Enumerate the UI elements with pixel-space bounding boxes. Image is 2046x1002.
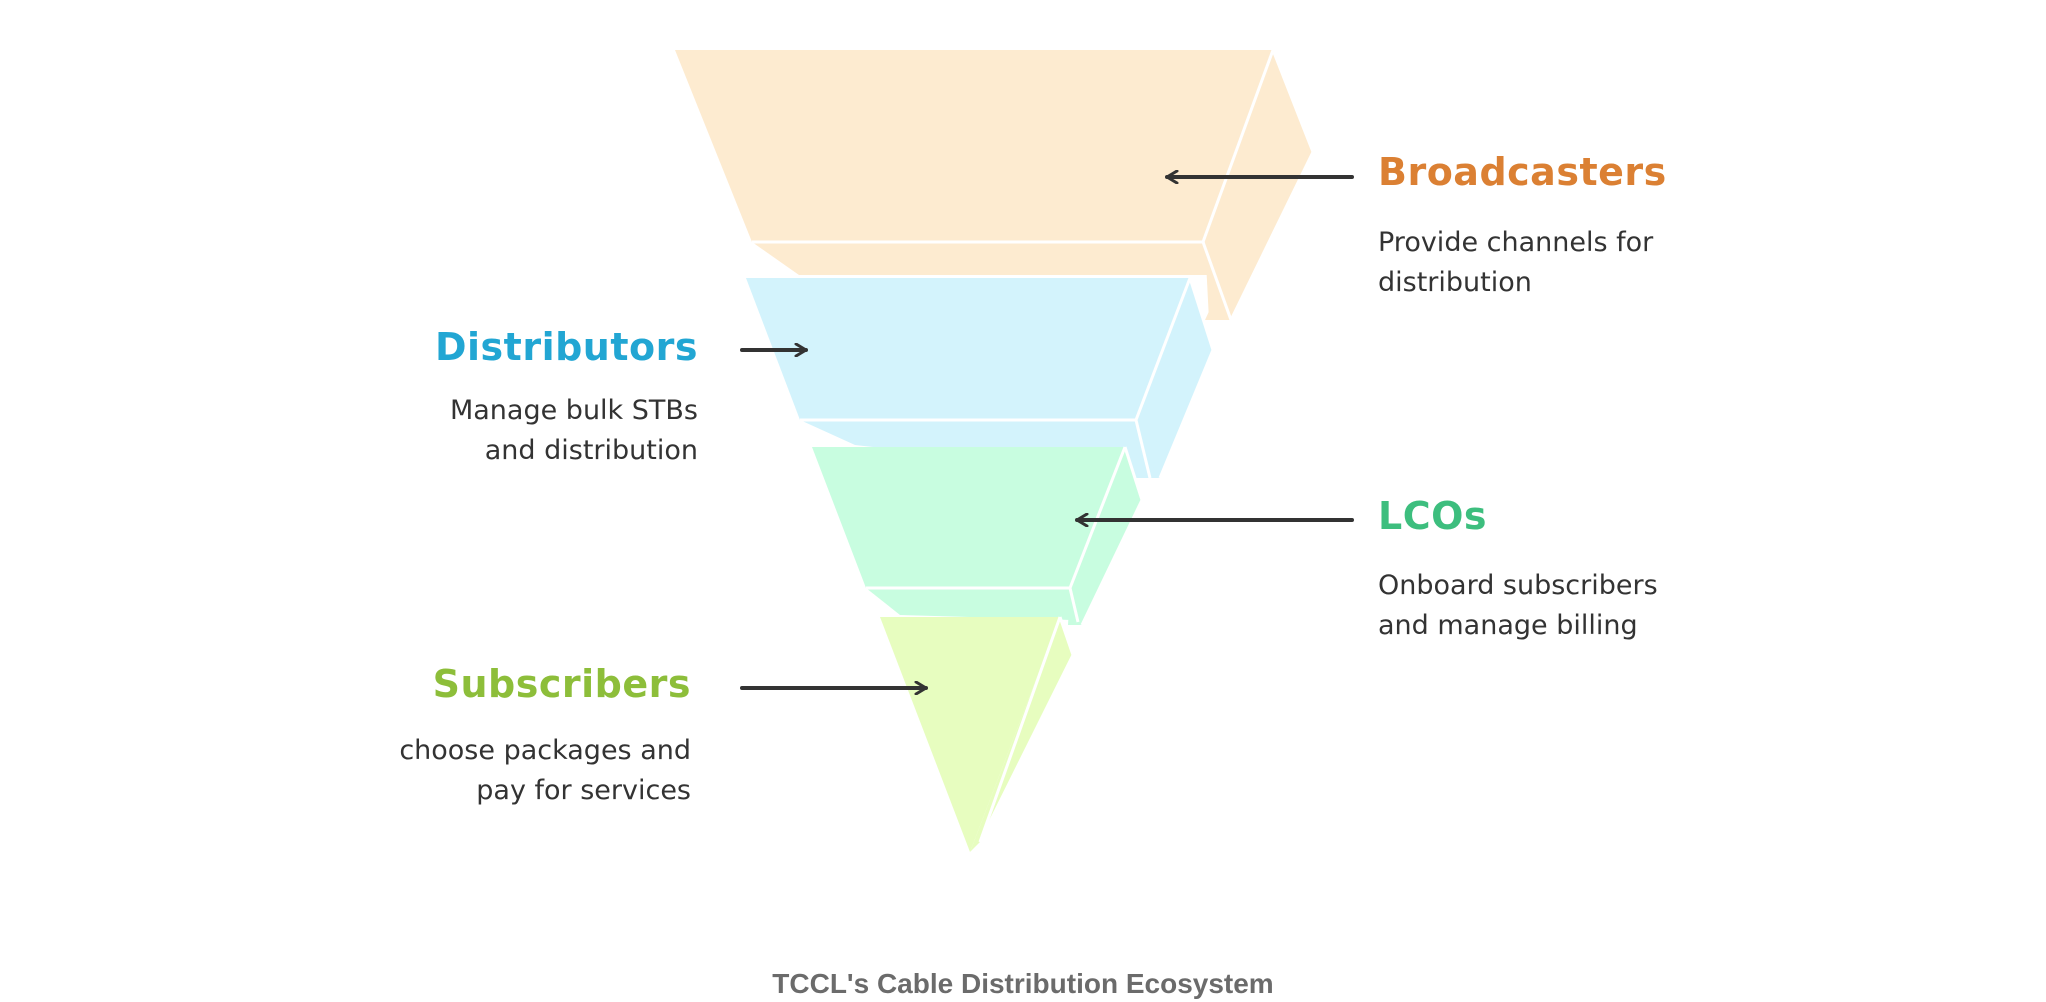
broadcasters-description: Provide channels for distribution	[1378, 223, 1653, 303]
broadcasters-description-line-1: Provide channels for	[1378, 227, 1654, 258]
tier-distributors-side	[1132, 278, 1213, 478]
subscribers-description: choose packages and pay for services	[399, 731, 691, 811]
tier-distributors-front	[746, 278, 1190, 420]
lcos-description-line-1: Onboard subscribers	[1378, 570, 1658, 601]
distributors-description-line-2: and distribution	[484, 435, 698, 466]
tier-lcos-bottom	[866, 588, 1078, 620]
tier-lcos-shape	[812, 446, 1144, 626]
tier-subscribers-front	[880, 617, 1060, 852]
tier-broadcasters-side-wall	[1203, 50, 1313, 320]
lcos-title: LCOs	[1378, 494, 1488, 538]
distributors-description-line-1: Manage bulk STBs	[449, 395, 698, 426]
subscribers-title: Subscribers	[432, 662, 691, 706]
distributors-title: Distributors	[434, 325, 698, 369]
subscribers-description-line-2: pay for services	[476, 775, 691, 806]
lcos-description-line-2: and manage billing	[1378, 610, 1638, 641]
tier-broadcasters-bottom	[752, 242, 1242, 275]
subscribers-description-line-1: choose packages and	[399, 735, 691, 766]
tier-broadcasters-shape	[675, 49, 1315, 321]
distributors-description: Manage bulk STBs and distribution	[450, 391, 698, 471]
tier-broadcasters-front	[675, 50, 1273, 242]
diagram-caption: TCCL's Cable Distribution Ecosystem	[772, 968, 1274, 999]
tier-lcos-front	[812, 447, 1125, 588]
tier-lcos-side	[1068, 447, 1142, 625]
broadcasters-title: Broadcasters	[1378, 150, 1667, 194]
tier-subscribers-shape	[880, 616, 1075, 852]
broadcasters-description-line-2: distribution	[1378, 267, 1532, 298]
lcos-description: Onboard subscribers and manage billing	[1378, 566, 1658, 646]
